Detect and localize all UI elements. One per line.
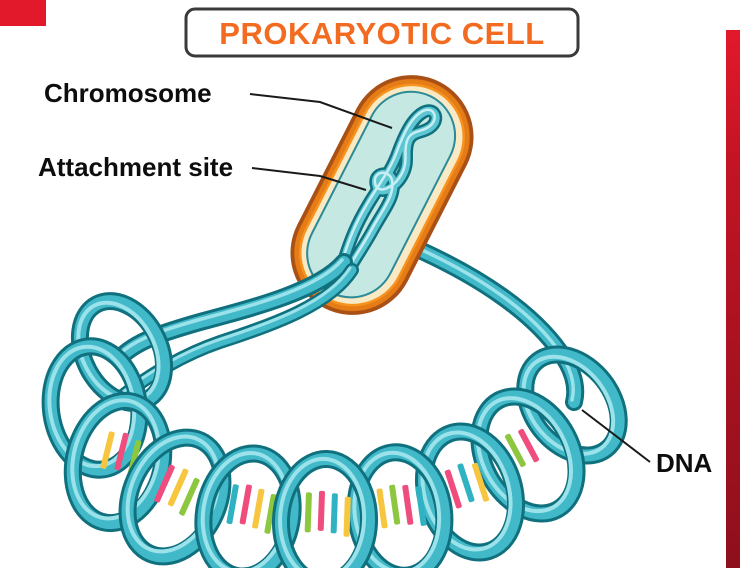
dna-coil-loop xyxy=(194,444,302,568)
base-pair-bar xyxy=(264,493,277,534)
dna-coil-loop xyxy=(346,443,454,568)
base-pair-bar xyxy=(239,484,252,525)
chromosome-leader-line xyxy=(249,93,393,129)
label-chromosome: Chromosome xyxy=(44,78,212,108)
label-attachment-site: Attachment site xyxy=(38,152,233,182)
base-pair-bar xyxy=(330,493,338,534)
base-pair-bar xyxy=(114,432,129,471)
dna-coil-loop xyxy=(271,450,379,568)
label-dna: DNA xyxy=(656,448,713,478)
dna-coil-loop xyxy=(414,422,526,562)
base-pair-bar xyxy=(179,477,200,516)
base-pair-bar xyxy=(504,433,526,467)
attachment-site-leader-line xyxy=(251,167,367,191)
base-pair-bar xyxy=(343,496,351,537)
base-pair-bar xyxy=(167,468,189,507)
dna-leader-line xyxy=(581,409,651,463)
base-pair-bar xyxy=(444,469,462,509)
base-pair-bar xyxy=(154,464,175,503)
dna-coil-loop xyxy=(63,391,173,533)
dna-coil-loop xyxy=(118,428,232,566)
base-pair-bar xyxy=(376,488,388,529)
base-pair-bar xyxy=(415,486,427,526)
dna-strand-right xyxy=(422,250,575,402)
red-corner-accent xyxy=(0,0,46,26)
base-pair-bar xyxy=(471,462,490,502)
base-pair-bar xyxy=(252,488,265,529)
base-pair-bar xyxy=(317,490,325,531)
dna-coil-loop xyxy=(516,345,628,465)
title-text: PROKARYOTIC CELL xyxy=(219,16,544,51)
base-pair-bar xyxy=(304,492,312,533)
base-pair-bar xyxy=(226,484,239,525)
title-box xyxy=(184,7,580,58)
base-pair-bar xyxy=(518,428,540,463)
red-edge-accent xyxy=(726,30,740,568)
base-pair-bar xyxy=(457,463,475,503)
base-pair-bar xyxy=(402,484,414,525)
base-pair-bar xyxy=(389,484,401,525)
base-pair-bar xyxy=(100,431,115,469)
